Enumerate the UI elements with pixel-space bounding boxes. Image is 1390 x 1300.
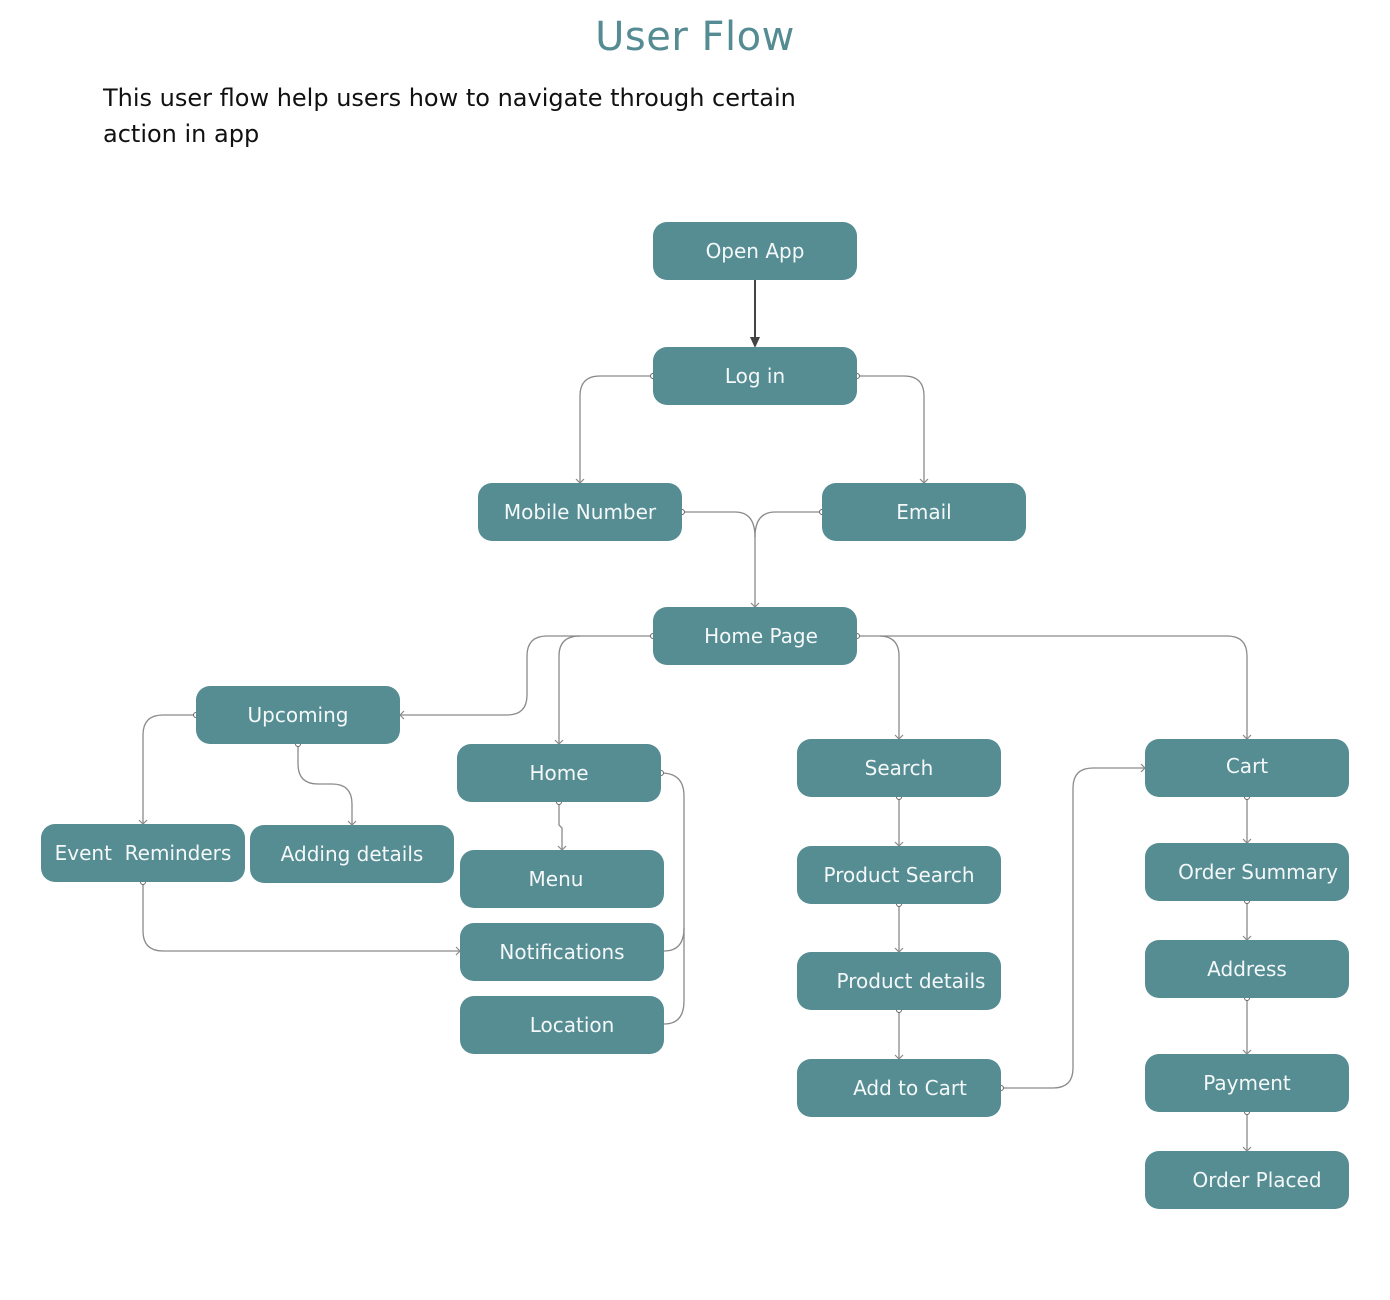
node-label: Notifications: [499, 940, 625, 964]
node-upcoming[interactable]: Upcoming: [196, 686, 400, 744]
node-search[interactable]: Search: [797, 739, 1001, 797]
node-label: Home: [529, 761, 589, 785]
node-label: Open App: [705, 239, 805, 263]
node-label: Location: [529, 1013, 615, 1037]
edge-home-page-to-search: [857, 635, 904, 740]
edge-upcoming-to-adding-details: [297, 744, 357, 826]
node-label: Mobile Number: [503, 500, 657, 524]
node-label: Order Placed: [1192, 1168, 1322, 1192]
node-label: Search: [864, 756, 934, 780]
node-label: Cart: [1225, 754, 1269, 778]
node-label: Home Page: [704, 624, 818, 648]
node-cart[interactable]: Cart: [1145, 739, 1349, 797]
node-log-in[interactable]: Log in: [653, 347, 857, 405]
edge-event-reminders-to-notifications: [142, 882, 461, 956]
edge-log-in-to-mobile-number: [575, 375, 653, 484]
node-notifications[interactable]: Notifications: [460, 923, 664, 981]
node-label: Menu: [528, 867, 584, 891]
node-email[interactable]: Email: [822, 483, 1026, 541]
node-event-reminders[interactable]: Event Reminders: [41, 824, 245, 882]
edge-upcoming-to-event-reminders: [138, 714, 196, 825]
node-open-app[interactable]: Open App: [653, 222, 857, 280]
node-label: Payment: [1203, 1071, 1291, 1095]
node-order-placed[interactable]: Order Placed: [1145, 1151, 1349, 1209]
edge-add-to-cart-to-cart: [1001, 763, 1146, 1089]
node-label: Adding details: [280, 842, 424, 866]
connector-handles: [140, 373, 1250, 1115]
node-adding-details[interactable]: Adding details: [250, 825, 454, 883]
node-label: Order Summary: [1178, 860, 1338, 884]
edge-home-to-location: [663, 928, 685, 1025]
node-label: Address: [1207, 957, 1287, 981]
edge-home-page-to-upcoming: [399, 635, 653, 720]
node-label: Email: [896, 500, 952, 524]
edge-home-to-notifications: [660, 772, 685, 952]
node-menu[interactable]: Menu: [460, 850, 664, 908]
edge-mobile-number-to-home-page: [682, 511, 760, 608]
node-location[interactable]: Location: [460, 996, 664, 1054]
node-order-summary[interactable]: Order Summary: [1145, 843, 1349, 901]
node-product-details[interactable]: Product details: [797, 952, 1001, 1010]
edge-home-to-menu: [557, 802, 567, 851]
node-mobile-number[interactable]: Mobile Number: [478, 483, 682, 541]
page-title: User Flow: [595, 14, 795, 60]
node-product-search[interactable]: Product Search: [797, 846, 1001, 904]
node-payment[interactable]: Payment: [1145, 1054, 1349, 1112]
node-label: Event Reminders: [54, 841, 232, 865]
node-home[interactable]: Home: [457, 744, 661, 802]
edge-home-page-to-home: [554, 635, 581, 745]
node-label: Product details: [836, 969, 986, 993]
node-label: Log in: [724, 364, 786, 388]
edge-home-page-to-cart: [880, 635, 1252, 740]
edge-email-to-home-page: [754, 511, 822, 538]
edge-log-in-to-email: [857, 375, 929, 484]
node-label: Product Search: [823, 863, 975, 887]
node-add-to-cart[interactable]: Add to Cart: [797, 1059, 1001, 1117]
page-description: This user flow help users how to navigat…: [103, 84, 796, 148]
node-label: Add to Cart: [853, 1076, 967, 1100]
node-home-page[interactable]: Home Page: [653, 607, 857, 665]
node-label: Upcoming: [247, 703, 349, 727]
node-address[interactable]: Address: [1145, 940, 1349, 998]
